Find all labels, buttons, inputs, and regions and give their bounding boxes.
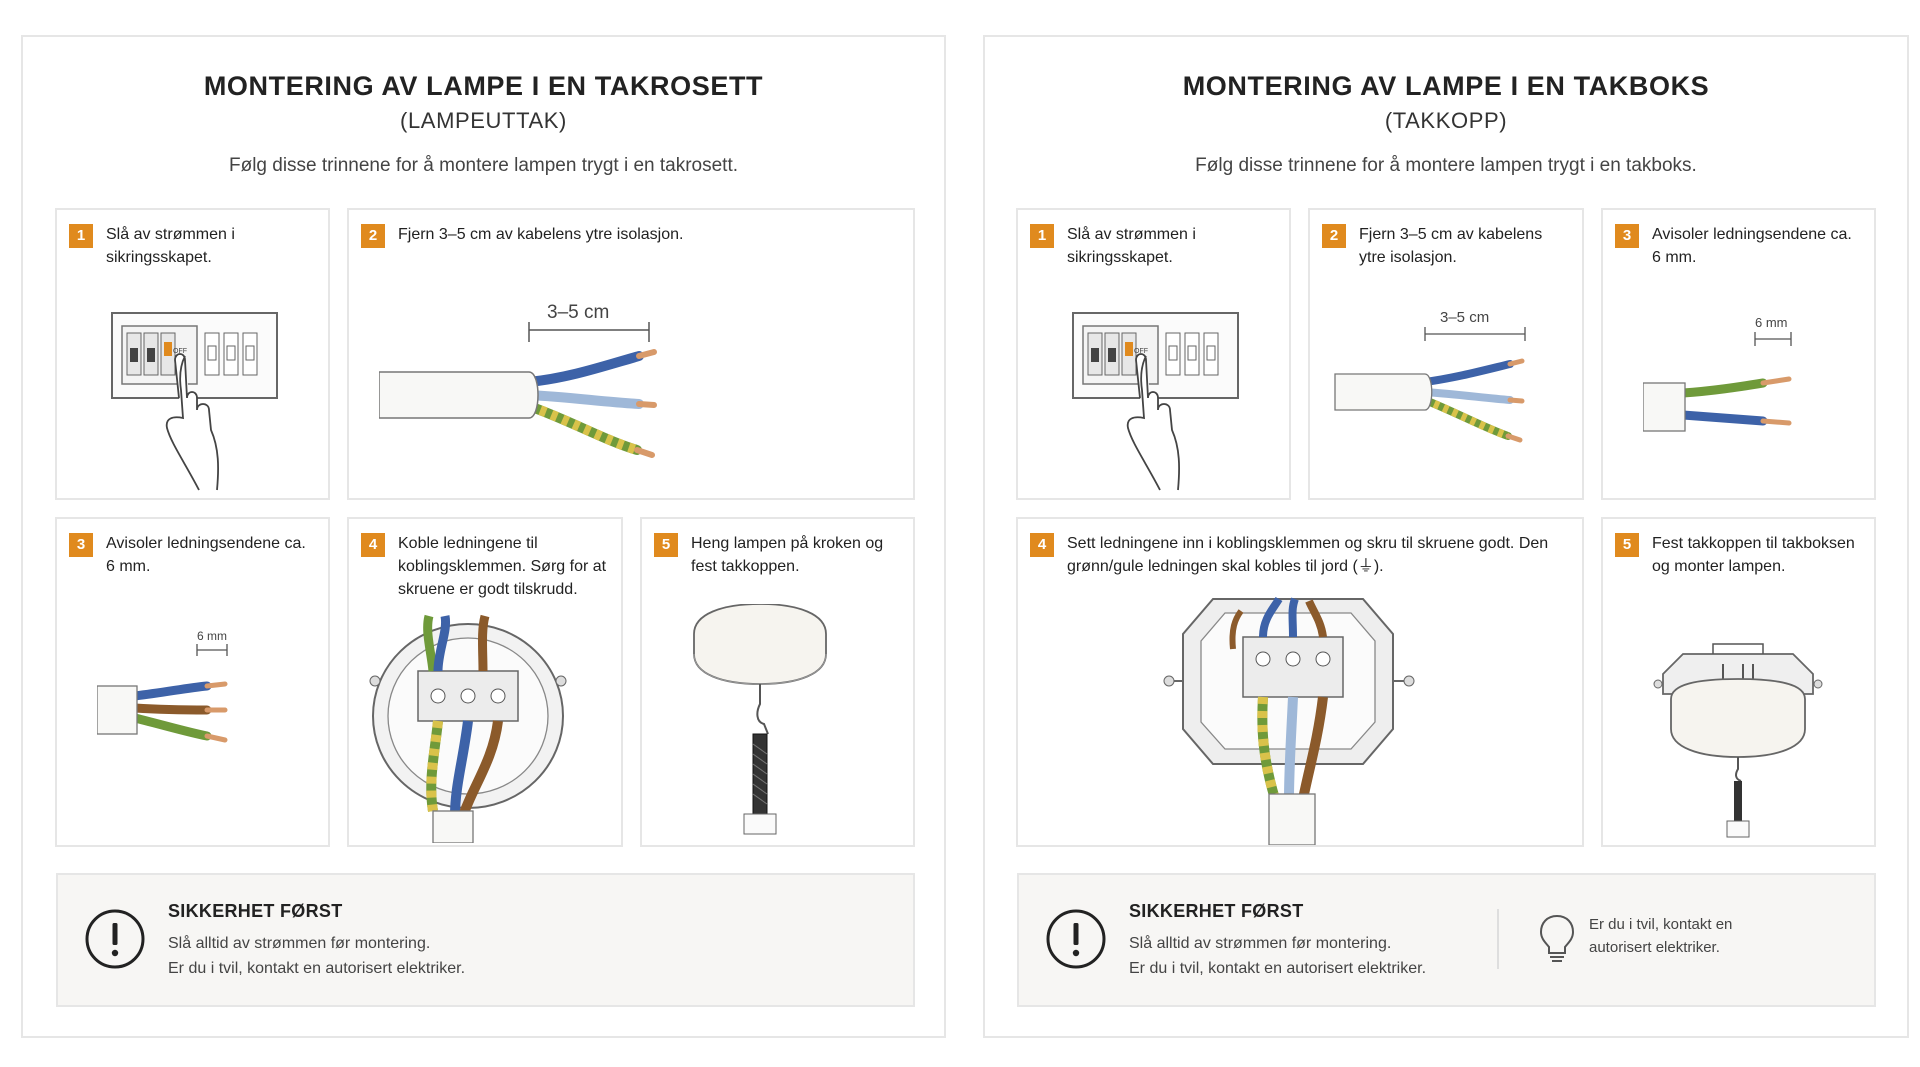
panel-intro: Følg disse trinnene for å montere lampen… [1195,155,1697,176]
tip-text: Er du i tvil, kontakt en autorisert elek… [1589,916,1733,956]
safety-box: SIKKERHET FØRST Slå alltid av strømmen f… [56,873,915,1007]
safety-divider [1497,909,1499,969]
measure-label: 3–5 cm [547,302,609,323]
cup-on-box-illustration [1653,643,1823,838]
step-text: Fjern 3–5 cm av kabelens ytre isolasjon. [398,226,684,243]
safety-title: SIKKERHET FØRST [1129,901,1304,921]
panel-subtitle: (TAKKOPP) [1384,108,1508,133]
step-card-4: 4 Koble ledningene til koblingsklemmen. … [347,517,623,847]
measure-label: 6 mm [197,629,227,643]
panel-takrosett: MONTERING AV LAMPE I EN TAKROSETT (LAMPE… [21,35,946,1038]
measure-label: 6 mm [1755,315,1788,330]
step-card-5: 5 Fest takkoppen til takboksen og monter… [1601,517,1876,847]
step-card-2: 2 Fjern 3–5 cm av kabelens ytre isolasjo… [1308,208,1584,500]
measure-label: 3–5 cm [1440,309,1489,326]
step-number-badge: 3 [69,533,93,557]
breaker-panel-illustration: OFF [111,312,278,491]
step-text: Fest takkoppen til takboksen og monter l… [1652,535,1855,575]
safety-box: SIKKERHET FØRST Slå alltid av strømmen f… [1017,873,1876,1007]
step-number-badge: 2 [361,224,385,248]
wire-strip-illustration: 6 mm [1643,315,1792,432]
step-number-badge: 4 [361,533,385,557]
safety-line-1: Slå alltid av strømmen før montering. [168,935,431,952]
breaker-off-label: OFF [1134,348,1148,355]
ceiling-cup-illustration [693,604,827,835]
step-number-badge: 1 [1030,224,1054,248]
step-text: Avisoler ledningsendene ca. 6 mm. [106,535,306,575]
exclamation-icon [85,909,145,969]
terminal-block-illustration [369,614,567,843]
panel-title: MONTERING AV LAMPE I EN TAKROSETT [203,71,764,101]
safety-line-2: Er du i tvil, kontakt en autorisert elek… [168,960,466,977]
safety-title: SIKKERHET FØRST [168,901,343,921]
step-number-badge: 5 [654,533,678,557]
cable-strip-illustration: 3–5 cm [379,302,657,458]
step-number-badge: 5 [1615,533,1639,557]
step-number-badge: 1 [69,224,93,248]
step-card-5: 5 Heng lampen på kroken og fest takkoppe… [640,517,915,847]
exclamation-icon [1046,909,1106,969]
lightbulb-icon [1539,914,1575,962]
step-text: Fjern 3–5 cm av kabelens ytre isolasjon. [1359,226,1543,266]
step-number-badge: 2 [1322,224,1346,248]
breaker-panel-illustration: OFF [1072,312,1239,491]
step-number-badge: 3 [1615,224,1639,248]
panel-title: MONTERING AV LAMPE I EN TAKBOKS [1182,71,1710,101]
step-text: Slå av strømmen i sikringsskapet. [1067,226,1196,266]
breaker-off-label: OFF [173,348,187,355]
step-card-3: 3 Avisoler ledningsendene ca. 6 mm. 6 mm [55,517,330,847]
ceiling-box-terminal-illustration [1163,596,1415,845]
step-card-1: 1 Slå av strømmen i sikringsskapet. OFF [1016,208,1291,500]
step-text: Avisoler ledningsendene ca. 6 mm. [1652,226,1852,266]
panel-subtitle: (LAMPEUTTAK) [400,108,567,133]
step-card-3: 3 Avisoler ledningsendene ca. 6 mm. 6 mm [1601,208,1876,500]
safety-line-2: Er du i tvil, kontakt en autorisert elek… [1129,960,1427,977]
safety-line-1: Slå alltid av strømmen før montering. [1129,935,1392,952]
step-text: Heng lampen på kroken og fest takkoppen. [691,535,884,575]
step-text: Slå av strømmen i sikringsskapet. [106,226,235,266]
cable-strip-illustration: 3–5 cm [1334,309,1526,443]
wire-strip-illustration: 6 mm [97,629,228,743]
step-text: Koble ledningene til koblingsklemmen. Sø… [398,535,607,598]
step-card-4: 4 Sett ledningene inn i koblingsklemmen … [1016,517,1584,847]
step-card-1: 1 Slå av strømmen i sikringsskapet. OFF [55,208,330,500]
panel-takboks: MONTERING AV LAMPE I EN TAKBOKS (TAKKOPP… [983,35,1909,1038]
step-number-badge: 4 [1030,533,1054,557]
panel-intro: Følg disse trinnene for å montere lampen… [228,155,738,176]
step-card-2: 2 Fjern 3–5 cm av kabelens ytre isolasjo… [347,208,915,500]
step-text: Sett ledningene inn i koblingsklemmen og… [1067,535,1549,575]
